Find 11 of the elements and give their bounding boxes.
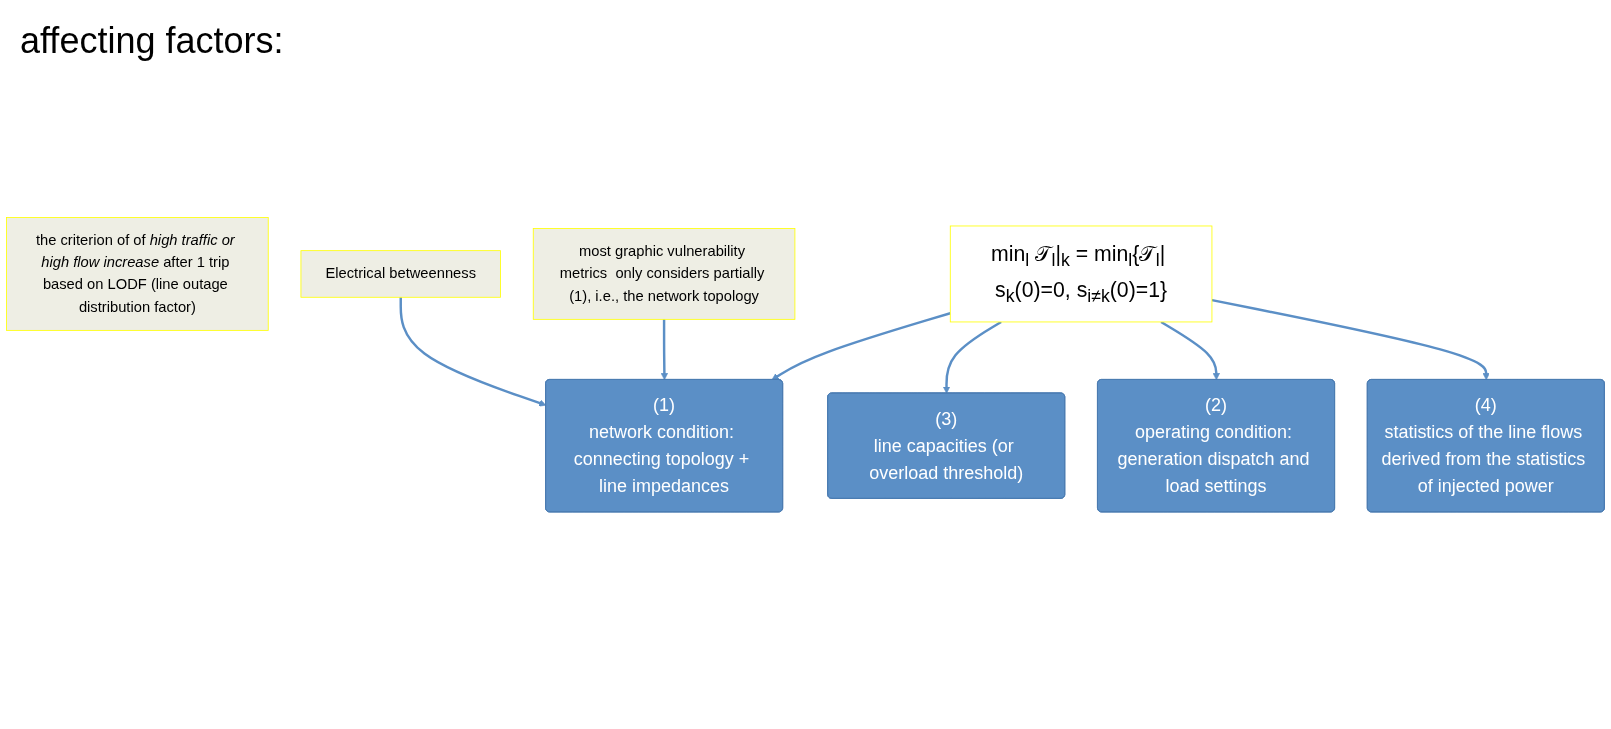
heading-text: affecting factors: (20, 20, 284, 62)
node-box: the criterion of of high traffic or high flow increase after 1 trip based on LODF (line outage distribution factor) (6, 216, 269, 331)
node-box: most graphic vulnerability metrics only considers partially (1), i.e., the network topology (532, 227, 796, 320)
arrow (399, 297, 547, 407)
node-box: min$_{l}$ 𝒯$_{l}$|$_{k}$ = min$_{l}${𝒯$_{l}$| s$_{k}$(0)=0, s$_{i≠k}$(0)=1} (949, 225, 1213, 323)
arrow (1160, 320, 1220, 380)
node-box: Electrical betweenness (300, 250, 501, 298)
arrow (1211, 298, 1490, 380)
arrow (942, 320, 1002, 394)
arrow (660, 319, 668, 380)
arrow (771, 311, 951, 380)
